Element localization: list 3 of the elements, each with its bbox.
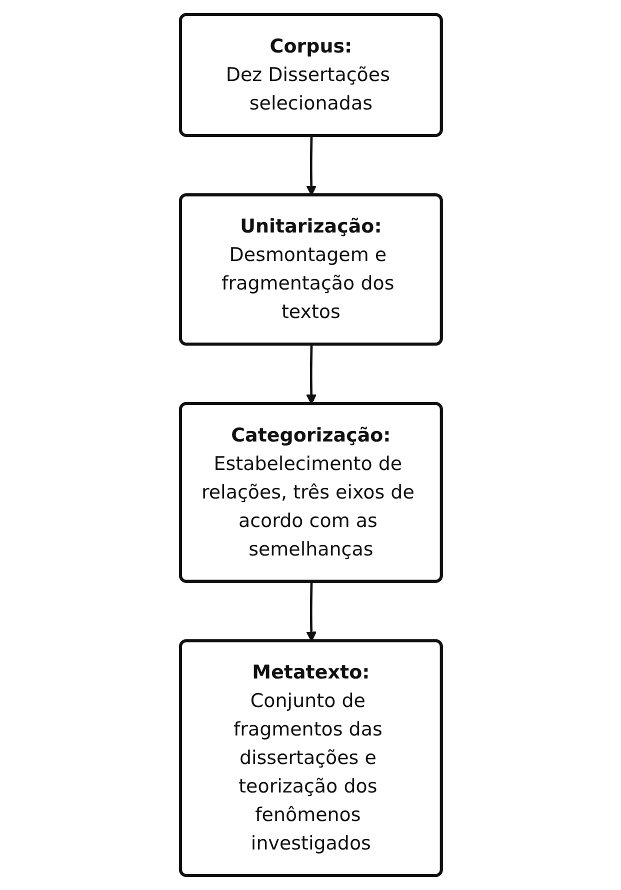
arrow [306,582,316,642]
arrow [306,136,316,196]
flowchart: Corpus: Dez Dissertações selecionadas Unitarização: Desmontagem e fragmentação dos textos Categorização: Estabelecimento de relações, três eixos de acordo com as semelhanças Metatexto: Conjunto de fragmentos das dissertações e teorização dos fenômenos investigados [170,5,450,885]
